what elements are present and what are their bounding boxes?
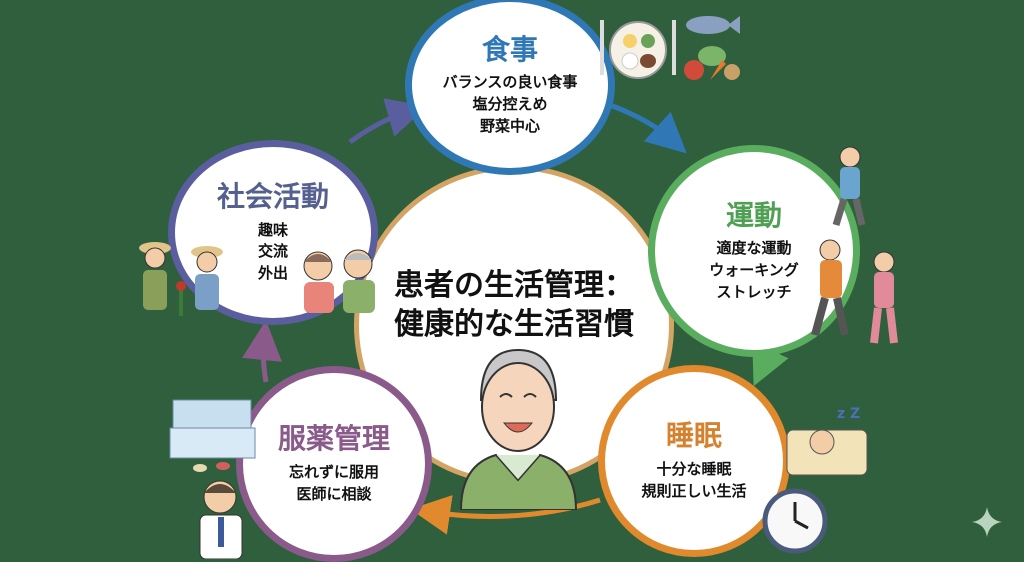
sleep-item: 規則正しい生活: [641, 481, 747, 500]
food-item: 野菜中心: [479, 116, 540, 135]
exercise-title: 運動: [725, 198, 782, 232]
arrow-social-to-food: [348, 98, 428, 145]
sleeping-woman-icon: z Z: [786, 406, 868, 476]
pill-organizer-icon: [169, 399, 256, 472]
social-item: 外出: [257, 264, 288, 283]
smiling-elderly-man-icon: [459, 348, 578, 510]
elderly-couple-icon: [303, 249, 375, 313]
meds-title: 服薬管理: [277, 422, 390, 456]
food-item: 塩分控えめ: [472, 94, 548, 113]
exercise-item: ウォーキング: [709, 260, 799, 279]
meds-item: 医師に相談: [296, 484, 372, 503]
social-item: 趣味: [257, 220, 288, 239]
food-item: バランスの良い食事: [442, 73, 578, 92]
arrow-meds-to-social: [242, 320, 282, 383]
plate-icon: [600, 20, 676, 79]
sleep-title: 睡眠: [665, 419, 722, 453]
center-node: 患者の生活管理： 健康的な生活習慣: [354, 165, 674, 485]
sleep-item: 十分な睡眠: [656, 460, 732, 479]
stretching-woman-icon: [870, 251, 898, 344]
fish-icon: [686, 16, 740, 34]
vegetables-icon: [684, 46, 740, 80]
arrow-sleep-to-meds: [410, 495, 601, 535]
food-title: 食事: [481, 32, 538, 66]
arrow-food-to-exercise: [609, 102, 687, 154]
doctor-icon: [199, 480, 243, 559]
exercise-item: 適度な運動: [716, 239, 792, 258]
center-title-line2: 健康的な生活習慣: [394, 307, 634, 342]
social-item: 交流: [257, 242, 288, 261]
svg-text:z Z: z Z: [837, 406, 860, 422]
center-title-line1: 患者の生活管理：: [394, 268, 634, 303]
clock-icon: [762, 488, 828, 554]
center-title: 患者の生活管理： 健康的な生活習慣: [394, 266, 634, 344]
walking-people-icon: [811, 146, 866, 337]
meds-node: 服薬管理 忘れずに服用 医師に相談: [236, 366, 432, 562]
sleep-node: 睡眠 十分な睡眠 規則正しい生活: [598, 365, 790, 557]
exercise-item: ストレッチ: [716, 282, 792, 301]
sparkle-icon: [972, 507, 1002, 537]
food-node: 食事 バランスの良い食事 塩分控えめ 野菜中心: [405, 0, 615, 175]
social-title: 社会活動: [216, 180, 329, 214]
gardening-couple-icon: [139, 242, 223, 316]
meds-item: 忘れずに服用: [288, 463, 379, 482]
